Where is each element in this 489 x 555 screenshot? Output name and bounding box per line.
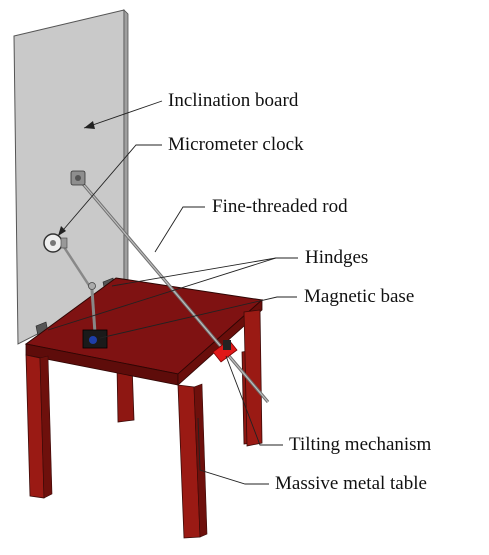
leader-hinges-2 xyxy=(111,257,277,287)
leader-lines xyxy=(47,100,298,485)
label-tilting-mechanism: Tilting mechanism xyxy=(289,434,432,455)
magnetic-base xyxy=(60,243,108,349)
micrometer-clock xyxy=(43,233,68,253)
label-fine-threaded-rod: Fine-threaded rod xyxy=(212,196,348,217)
leader-metal-table xyxy=(197,417,269,485)
label-metal-table: Massive metal table xyxy=(275,473,427,494)
fine-threaded-rod xyxy=(70,170,270,404)
table-front-legs xyxy=(25,309,263,539)
tilting-mechanism xyxy=(212,339,238,363)
label-inclination-board: Inclination board xyxy=(168,90,299,111)
leader-fine-threaded-rod xyxy=(154,206,205,253)
leader-inclination-board xyxy=(83,100,163,129)
label-magnetic-base: Magnetic base xyxy=(304,286,415,307)
leader-tilting-mechanism xyxy=(225,355,283,446)
table-top xyxy=(24,277,264,386)
label-hinges: Hindges xyxy=(305,247,369,268)
label-micrometer-clock: Micrometer clock xyxy=(168,134,304,155)
leader-micrometer-clock xyxy=(57,144,162,237)
leader-magnetic-base xyxy=(99,296,297,339)
